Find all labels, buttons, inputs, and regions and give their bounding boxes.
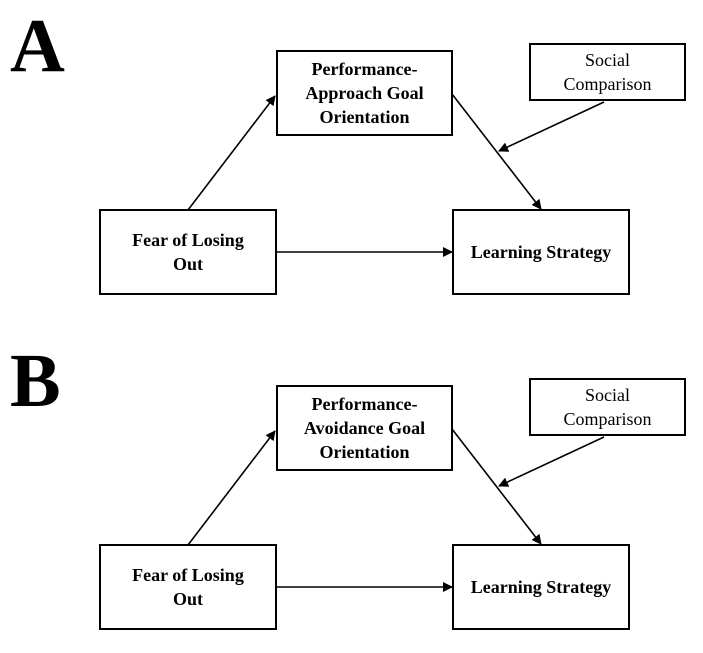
arrow-moderator-to-path: [498, 101, 605, 152]
moderator-label: Social Comparison: [563, 50, 652, 94]
panel-b: B Performance- Avoidance Goal Orientatio…: [0, 335, 703, 653]
predictor-label: Fear of Losing Out: [132, 565, 244, 609]
panel-a: A Performance- Approach Goal Orientation…: [0, 0, 703, 318]
moderator-label: Social Comparison: [563, 385, 652, 429]
mediator-box: Performance- Approach Goal Orientation: [276, 50, 453, 136]
arrow-predictor-to-mediator: [187, 430, 276, 546]
mediator-label: Performance- Approach Goal Orientation: [305, 59, 424, 127]
path-arrows: [187, 428, 605, 592]
mediator-label: Performance- Avoidance Goal Orientation: [303, 394, 426, 462]
arrow-moderator-to-path: [498, 436, 605, 487]
predictor-box: Fear of Losing Out: [99, 209, 277, 295]
moderator-box: Social Comparison: [529, 378, 686, 436]
panel-label: B: [10, 339, 61, 423]
arrow-predictor-to-mediator: [187, 95, 276, 211]
predictor-box: Fear of Losing Out: [99, 544, 277, 630]
outcome-label: Learning Strategy: [470, 577, 612, 597]
predictor-label: Fear of Losing Out: [132, 230, 244, 274]
mediator-box: Performance- Avoidance Goal Orientation: [276, 385, 453, 471]
outcome-label: Learning Strategy: [470, 242, 612, 262]
arrow-mediator-to-outcome: [451, 93, 542, 210]
arrow-mediator-to-outcome: [451, 428, 542, 545]
path-arrows: [187, 93, 605, 257]
panel-label: A: [10, 4, 65, 88]
moderator-box: Social Comparison: [529, 43, 686, 101]
outcome-box: Learning Strategy: [452, 209, 630, 295]
outcome-box: Learning Strategy: [452, 544, 630, 630]
